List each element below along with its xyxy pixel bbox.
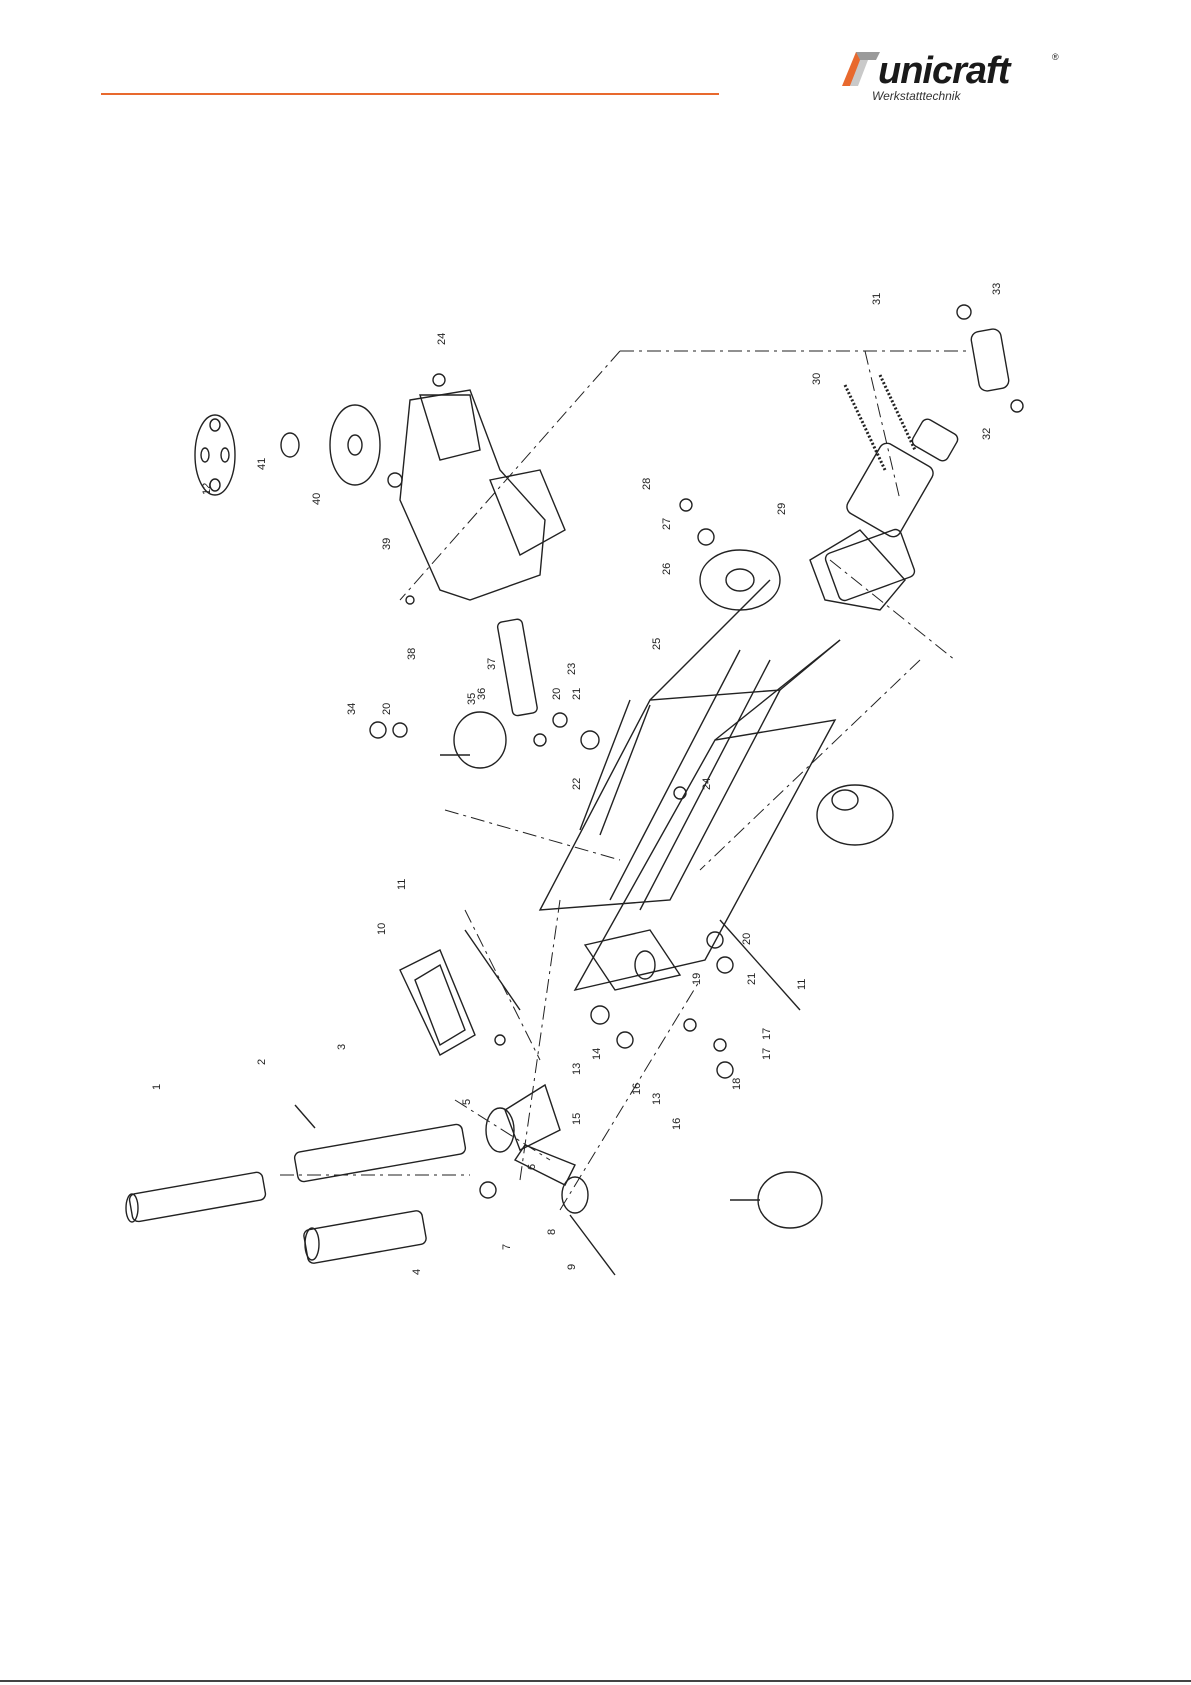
part-3-handle-tube: [294, 1123, 467, 1182]
part-10-saddle: [400, 950, 475, 1055]
part-34-nut: [370, 722, 386, 738]
part-number-label: 10: [376, 923, 388, 935]
part-17-washer: [714, 1039, 726, 1051]
part-number-label: 22: [571, 778, 583, 790]
part-7-nut: [480, 1182, 496, 1198]
part-number-label: 2: [256, 1059, 268, 1065]
part-21-bushing: [581, 731, 599, 749]
part-number-label: 20: [381, 703, 393, 715]
part-number-label: 5: [461, 1099, 473, 1105]
part-number-label: 20: [741, 933, 753, 945]
part-number-label: 41: [256, 458, 268, 470]
part-20-washer-left: [393, 723, 407, 737]
lower-caster: [730, 1172, 822, 1228]
part-number-label: 27: [661, 518, 673, 530]
part-20-washer-mid: [553, 713, 567, 727]
part-24-clip-mid: [674, 787, 686, 799]
part-number-label: 38: [406, 648, 418, 660]
part-number-label: 13: [571, 1063, 583, 1075]
part-11-rod-right: [720, 920, 800, 1010]
part-40-saddle-disc: [330, 405, 380, 485]
part-number-label: 18: [731, 1078, 743, 1090]
part-number-label: 1: [151, 1084, 163, 1090]
part-19-plate: [585, 930, 680, 990]
part-number-label: 14: [591, 1048, 603, 1060]
part-number-label: 34: [346, 703, 358, 715]
part-number-label: 11: [396, 879, 408, 890]
part-number-label: 33: [991, 283, 1003, 295]
part-number-label: 39: [381, 538, 393, 550]
part-33-pump-lever: [970, 328, 1010, 392]
part-number-label: 3: [336, 1044, 348, 1050]
footer-rule: [0, 1680, 1191, 1682]
part-number-label: 13: [651, 1093, 663, 1105]
part-number-label: 9: [566, 1264, 578, 1270]
part-36-washer: [534, 734, 546, 746]
part-14-bushing: [591, 1006, 609, 1024]
part-number-label: 37: [486, 658, 498, 670]
part-number-label: 25: [651, 638, 663, 650]
part-number-label: 16: [631, 1083, 643, 1095]
part-number-label: 21: [746, 973, 758, 985]
part-number-label: 4: [411, 1269, 423, 1275]
part-number-label: 15: [571, 1113, 583, 1125]
part-2-bolt: [295, 1105, 315, 1128]
part-number-label: 23: [566, 663, 578, 675]
part-number-label: 21: [571, 688, 583, 700]
part-38-grease-nipple: [406, 596, 414, 604]
washer-39: [388, 473, 402, 487]
part-1-handle-tube: [126, 1171, 266, 1222]
part-number-label: 26: [661, 563, 673, 575]
washer-top: [957, 305, 971, 319]
main-frame: [540, 580, 840, 990]
part-number-label: 17: [761, 1028, 773, 1040]
part-18-bolt: [717, 1062, 733, 1078]
part-26-rear-wheel: [700, 550, 780, 610]
part-number-label: 16: [671, 1118, 683, 1130]
part-number-label: 7: [501, 1244, 513, 1250]
part-15-bolt: [617, 1032, 633, 1048]
part-number-label: 30: [811, 373, 823, 385]
part-number-label: 19: [691, 973, 703, 985]
part-20-washer-right: [707, 932, 723, 948]
part-8-bushing: [562, 1177, 588, 1213]
part-number-label: 12: [201, 483, 213, 495]
part-number-label: 24: [701, 778, 713, 790]
part-13-nut: [684, 1019, 696, 1031]
part-number-label: 24: [436, 333, 448, 345]
part-number-label: 29: [776, 503, 788, 515]
part-number-label: 20: [551, 688, 563, 700]
part-number-label: 6: [526, 1164, 538, 1170]
part-number-label: 11: [796, 979, 808, 990]
part-number-label: 8: [546, 1229, 558, 1235]
part-30-return-springs: [845, 375, 915, 470]
part-41-nut: [281, 433, 299, 457]
part-24-clip-top: [433, 374, 445, 386]
part-number-label: 36: [476, 688, 488, 700]
part-number-label: 17: [761, 1048, 773, 1060]
part-37-pin: [497, 618, 538, 716]
part-number-labels: 1234567891011111213131415161617171819202…: [151, 283, 1003, 1275]
part-25-lift-arm: [610, 650, 770, 910]
part-number-label: 40: [311, 493, 323, 505]
part-21-bushing-right: [717, 957, 733, 973]
part-27-washer: [698, 529, 714, 545]
part-4-handle-sleeve: [303, 1210, 427, 1264]
part-11-rod-left: [465, 930, 520, 1010]
rear-wheel-front: [817, 785, 893, 845]
part-number-label: 32: [981, 428, 993, 440]
part-39-saddle-arm: [400, 390, 565, 600]
part-number-label: 31: [871, 293, 883, 305]
part-32-clip: [1011, 400, 1023, 412]
part-28-clip: [680, 499, 692, 511]
part-35-caster: [440, 712, 506, 768]
part-29-hydraulic-pump: [810, 417, 960, 610]
part-number-label: 28: [641, 478, 653, 490]
part-5-clip: [495, 1035, 505, 1045]
